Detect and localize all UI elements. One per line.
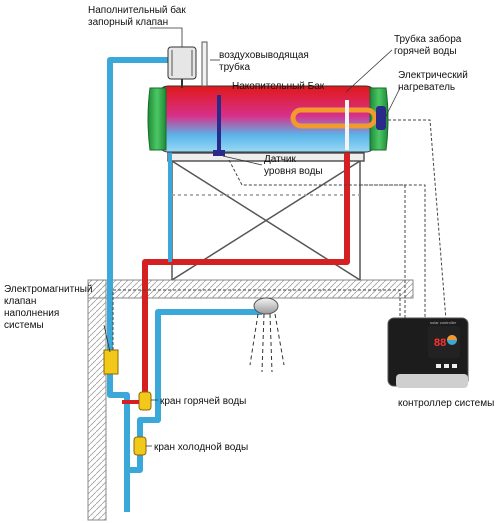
storage-tank <box>147 85 389 153</box>
air-vent-tube <box>201 41 208 87</box>
controller-display-reading: 88 <box>434 337 446 349</box>
label-leader-lines <box>103 27 401 447</box>
hot-water-tap <box>122 391 152 411</box>
cold-water-pipe <box>107 57 262 512</box>
system-controller: solar controller 88 <box>387 317 469 388</box>
controller-brand-text: solar controller <box>430 320 457 325</box>
tank-left-cap <box>147 87 167 151</box>
electric-heater <box>290 106 386 130</box>
solenoid-valve <box>103 349 119 375</box>
label-heater-line1: Электрический <box>398 70 468 81</box>
cold-water-tap <box>133 436 147 456</box>
fill-tank-valve <box>167 46 197 88</box>
label-hot-intake-line1: Трубка забора <box>394 33 462 45</box>
label-solenoid-line1: Электромагнитный <box>4 284 93 295</box>
label-air-vent-line1: воздуховыводящая <box>219 50 309 61</box>
label-hot-intake-line2: горячей воды <box>394 46 457 57</box>
label-solenoid-line3: наполнения <box>4 308 59 319</box>
building-wall <box>87 279 414 521</box>
label-cold-tap: кран холодной воды <box>154 442 248 453</box>
label-level-sensor-line2: уровня воды <box>264 166 323 177</box>
label-heater-line2: нагреватель <box>398 82 455 93</box>
label-level-sensor-line1: Датчик <box>264 154 296 165</box>
label-hot-tap: кран горячей воды <box>160 396 246 407</box>
label-fill-tank-line1: Наполнительный бак <box>88 4 186 16</box>
label-solenoid-line2: клапан <box>4 296 36 307</box>
label-solenoid-line4: системы <box>4 320 44 331</box>
shower-head <box>249 297 285 373</box>
control-wiring <box>112 119 447 350</box>
label-storage-tank: Накопительный Бак <box>232 81 325 92</box>
water-level-sensor <box>213 95 225 156</box>
label-controller: контроллер системы <box>398 398 494 409</box>
label-fill-tank-line2: запорный клапан <box>88 17 168 28</box>
hot-water-pipe <box>142 150 350 398</box>
label-air-vent-line2: трубка <box>219 61 250 73</box>
